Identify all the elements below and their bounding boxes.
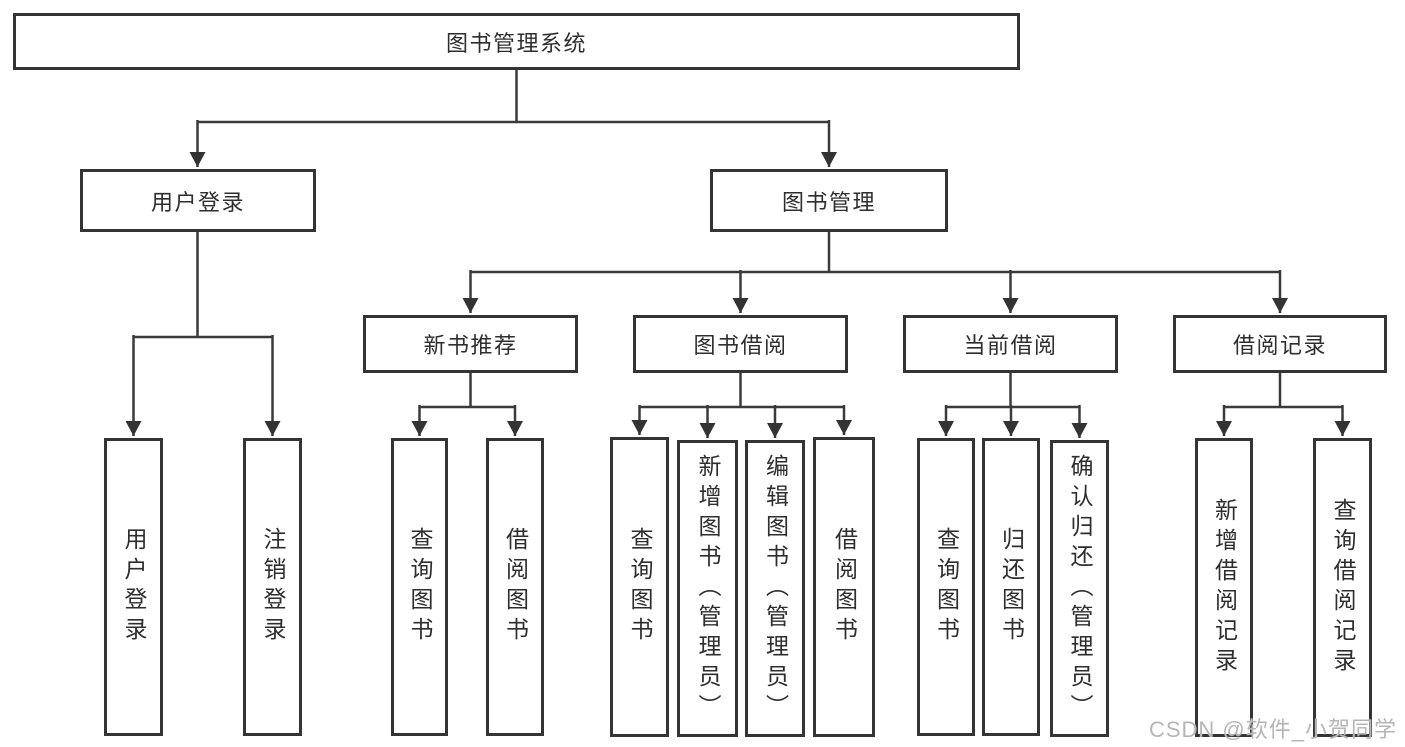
node-label: 查询图书: [933, 527, 960, 647]
node-new-book-recommend: 新书推荐: [363, 315, 578, 373]
leaf-rec-query-books: 查询图书: [391, 438, 448, 736]
node-book-borrow: 图书借阅: [633, 315, 848, 373]
node-current-borrow: 当前借阅: [903, 315, 1118, 373]
node-user-login: 用户登录: [80, 169, 316, 232]
leaf-cb-confirm-return-admin: 确认归还（管理员）: [1050, 440, 1109, 737]
node-label: 新增借阅记录: [1211, 497, 1238, 678]
leaf-bb-edit-books-admin: 编辑图书（管理员）: [745, 440, 805, 737]
node-borrow-records: 借阅记录: [1173, 315, 1387, 373]
leaf-bb-add-books-admin: 新增图书（管理员）: [677, 440, 738, 737]
node-label: 查询借阅记录: [1330, 497, 1356, 678]
node-label: 查询图书: [407, 527, 433, 647]
csdn-watermark: CSDN @软件_小贺同学: [1148, 717, 1397, 742]
node-label: 图书管理系统: [445, 30, 587, 56]
leaf-cb-return-books: 归还图书: [982, 438, 1040, 736]
node-label: 编辑图书（管理员）: [762, 453, 789, 724]
node-label: 查询图书: [627, 527, 653, 647]
node-label: 归还图书: [998, 527, 1025, 647]
node-label: 新增图书（管理员）: [695, 453, 721, 724]
node-book-management: 图书管理: [710, 169, 948, 232]
node-library-management-system: 图书管理系统: [13, 13, 1020, 70]
leaf-cb-query-books: 查询图书: [917, 438, 975, 736]
node-label: 用户登录: [121, 527, 147, 647]
node-label: 借阅图书: [831, 527, 858, 647]
leaf-bb-query-books: 查询图书: [610, 437, 669, 737]
leaf-br-add-record: 新增借阅记录: [1195, 438, 1253, 737]
leaf-bb-borrow-books: 借阅图书: [813, 437, 875, 737]
node-label: 新书推荐: [423, 333, 518, 358]
leaf-user-login: 用户登录: [104, 438, 163, 736]
leaf-rec-borrow-books: 借阅图书: [486, 438, 544, 736]
leaf-br-query-record: 查询借阅记录: [1313, 438, 1372, 737]
node-label: 图书借阅: [693, 333, 788, 358]
node-label: 借阅记录: [1232, 333, 1327, 358]
node-label: 借阅图书: [502, 527, 529, 647]
leaf-logout-login: 注销登录: [243, 438, 302, 736]
node-label: 确认归还（管理员）: [1067, 453, 1093, 724]
node-label: 图书管理: [781, 189, 876, 215]
node-label: 当前借阅: [963, 333, 1058, 358]
node-label: 用户登录: [150, 189, 245, 215]
node-label: 注销登录: [260, 527, 286, 647]
